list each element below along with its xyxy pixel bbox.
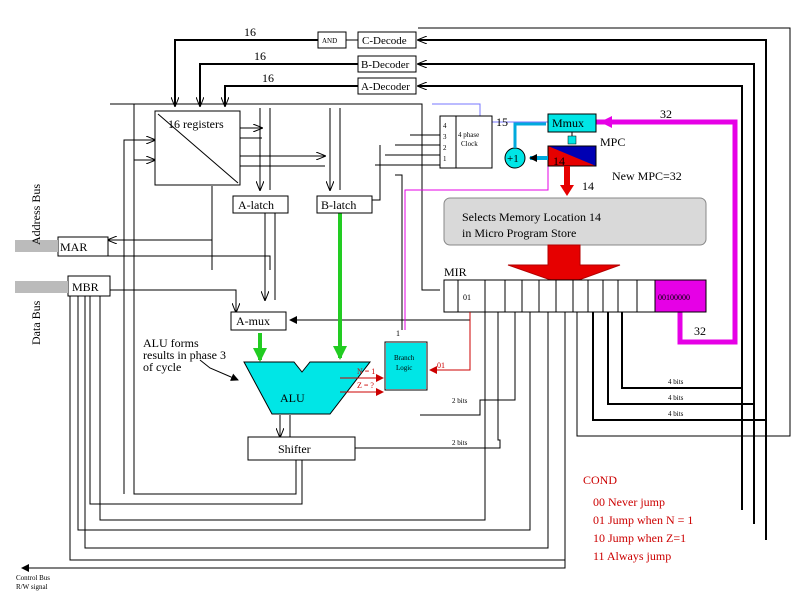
cond-item-2: 01 Jump when N = 1 — [593, 513, 693, 527]
a-decoder — [357, 77, 417, 95]
incrementer-label: +1 — [507, 153, 519, 165]
c-decoder — [357, 31, 417, 49]
mir-label: MIR — [444, 265, 467, 279]
cond-item-3: 10 Jump when Z=1 — [593, 531, 686, 545]
control-bus-label-2: R/W signal — [16, 583, 48, 591]
a-width-label: 16 — [262, 71, 274, 85]
shifter-label: Shifter — [278, 442, 311, 456]
datapath-wires — [69, 103, 440, 505]
control-bus-label-1: Control Bus — [16, 574, 50, 582]
store-line-1: Selects Memory Location 14 — [462, 210, 601, 224]
cond-title: COND — [583, 473, 617, 487]
clock-phase-2: 2 — [443, 144, 447, 152]
mpc-current-value: 14 — [553, 154, 565, 168]
incremented-value: 15 — [496, 115, 508, 129]
a-mux-label: A-mux — [236, 314, 270, 328]
cond-legend: COND 00 Never jump 01 Jump when N = 1 10… — [583, 473, 693, 563]
alu-note-3: of cycle — [143, 360, 181, 374]
new-mpc-label: New MPC=32 — [612, 169, 682, 183]
decoder-wires — [175, 40, 767, 540]
register-file-label: 16 registers — [168, 117, 224, 131]
flag-z: Z = ? — [357, 381, 374, 390]
bits-label-1: 4 bits — [668, 378, 684, 386]
alu-label: ALU — [280, 391, 305, 405]
a-mux — [230, 311, 287, 331]
store-output-arrow — [507, 244, 621, 286]
branch-out-value: 1 — [396, 329, 400, 338]
alu — [243, 361, 372, 415]
mir-addr-field: 00100000 — [658, 293, 690, 302]
mpc-label: MPC — [600, 135, 625, 149]
b-decoder — [357, 55, 417, 73]
cond-item-1: 00 Never jump — [593, 495, 665, 509]
c-decoder-label: C-Decode — [362, 35, 407, 47]
b-decoder-label: B-Decoder — [361, 59, 410, 71]
branch-in-value: 01 — [437, 361, 445, 370]
mir-cond-field: 01 — [463, 293, 471, 302]
bits-label-5: 2 bits — [452, 439, 468, 447]
clock-label-1: 4 phase — [458, 131, 479, 139]
bits-label-2: 4 bits — [668, 394, 684, 402]
and-gate-label: AND — [322, 37, 337, 45]
shifter — [247, 436, 356, 461]
bits-label-4: 2 bits — [452, 397, 468, 405]
data-bus-stub — [15, 281, 68, 293]
a-latch — [232, 195, 289, 214]
a-latch-label: A-latch — [238, 198, 274, 212]
clock-phase-4: 4 — [443, 122, 447, 130]
alu-note-1: ALU forms — [143, 336, 199, 350]
mbr-label: MBR — [72, 280, 99, 294]
branch-logic-label-2: Logic — [396, 364, 412, 372]
mar-label: MAR — [60, 240, 87, 254]
data-bus-label: Data Bus — [29, 300, 43, 345]
mir-register — [443, 279, 707, 313]
mmux-label: Mmux — [552, 116, 584, 130]
cond-item-4: 11 Always jump — [593, 549, 671, 563]
store-line-2: in Micro Program Store — [462, 226, 576, 240]
mpc-width-label: 32 — [660, 107, 672, 121]
bits-label-3: 4 bits — [668, 410, 684, 418]
clock-label-2: Clock — [461, 140, 478, 148]
and-gate — [317, 31, 347, 49]
address-bus-stub — [15, 240, 58, 252]
a-decoder-label: A-Decoder — [361, 81, 410, 93]
clock-phase-3: 3 — [443, 133, 447, 141]
b-latch-label: B-latch — [321, 198, 356, 212]
b-latch — [316, 195, 373, 214]
addr-width-label: 32 — [694, 324, 706, 338]
alu-note-2: results in phase 3 — [143, 348, 226, 362]
branch-logic-label-1: Branch — [394, 354, 415, 362]
flag-n: N = 1 — [357, 367, 375, 376]
b-width-label: 16 — [254, 49, 266, 63]
mpc-output-value: 14 — [582, 179, 594, 193]
clock-phase-1: 1 — [443, 155, 447, 163]
clock-box — [439, 115, 493, 169]
c-width-label: 16 — [244, 25, 256, 39]
address-bus-label: Address Bus — [29, 184, 43, 245]
mpc-register — [547, 145, 597, 167]
